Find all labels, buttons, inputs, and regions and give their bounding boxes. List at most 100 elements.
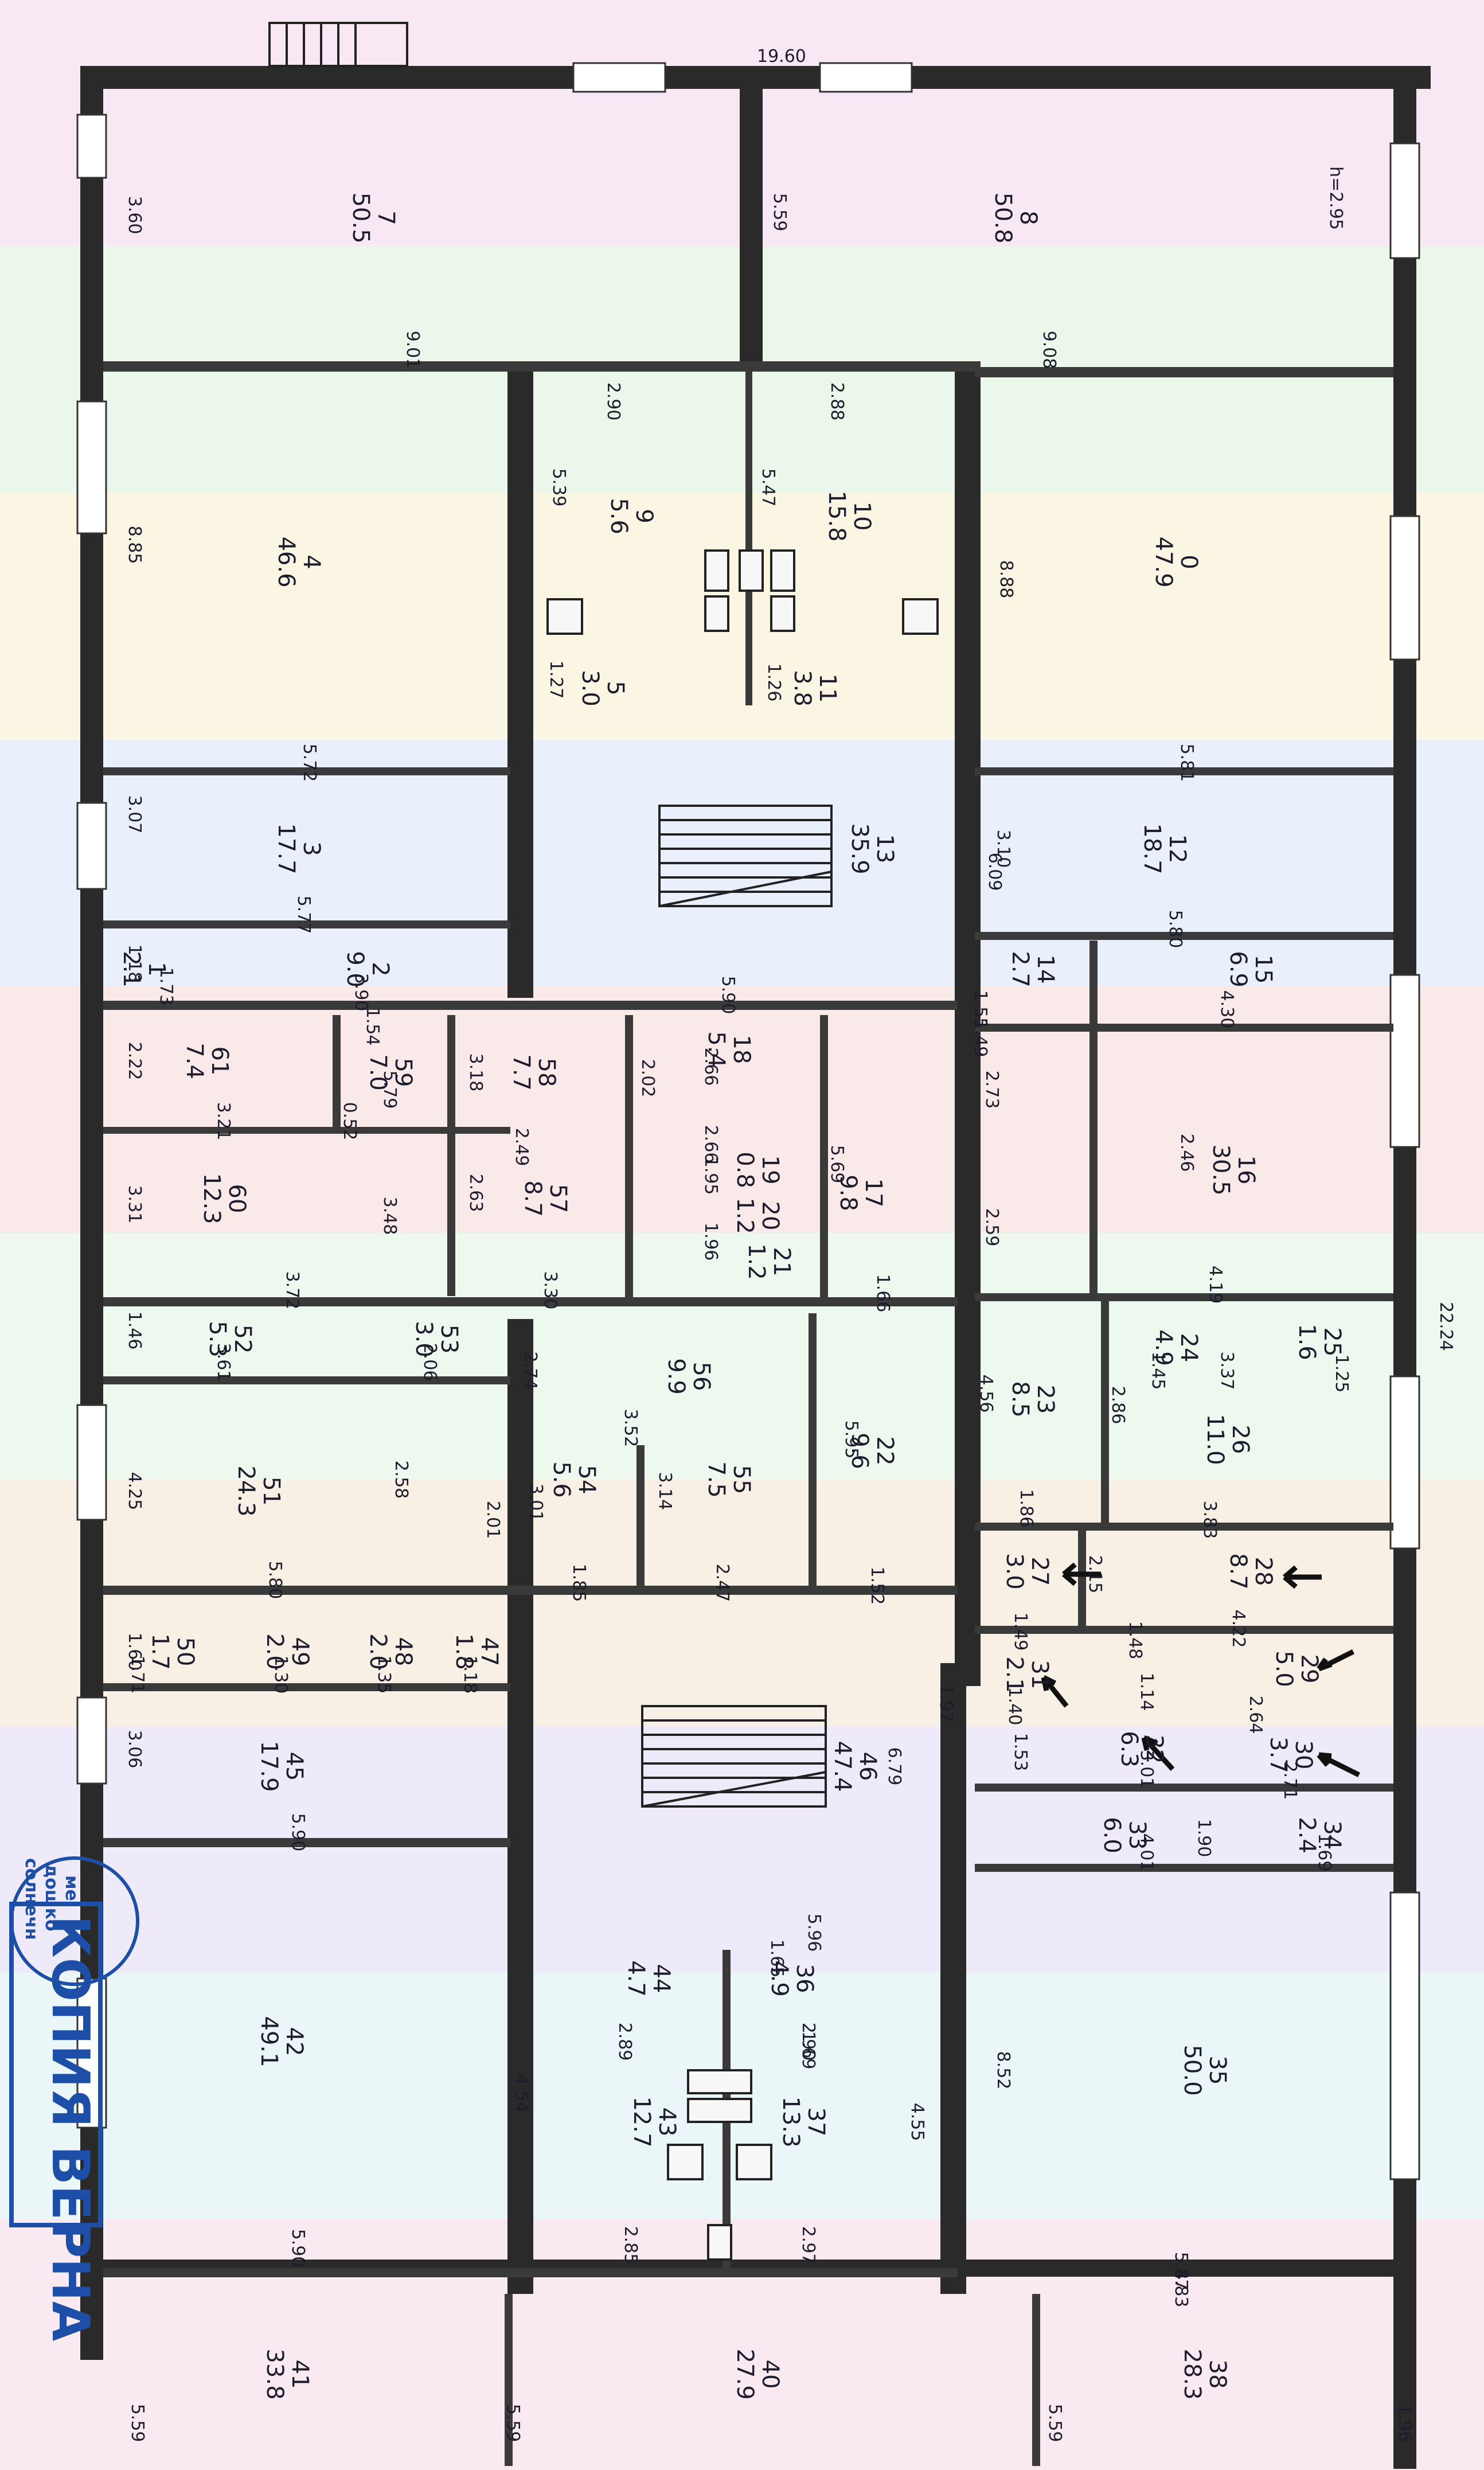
dimension-label: 6.79 [884, 1747, 904, 1786]
room-label: 336.0 [1099, 1817, 1150, 1854]
window-right-3 [1389, 974, 1420, 1148]
room-number: 21 [768, 1247, 795, 1277]
dimension-label: 5.90 [288, 2229, 308, 2268]
room-area: 9.0 [342, 951, 368, 988]
room-area: 2.0 [365, 1633, 391, 1670]
corridor-wall-right-lower [940, 1663, 966, 2294]
room-area: 3.0 [577, 670, 603, 707]
dimension-label: 4.30 [1217, 990, 1237, 1029]
room-area: 3.0 [411, 1321, 437, 1357]
dimension-label: 3.83 [1200, 1501, 1220, 1539]
room-number: 2 [367, 962, 393, 976]
room-number: 24 [1176, 1333, 1202, 1363]
room-number: 30 [1290, 1741, 1317, 1770]
room-area: 1.8 [451, 1633, 477, 1670]
corridor-wall-left-lower [507, 1319, 533, 2294]
dimension-label: 1.95 [701, 1157, 721, 1195]
room-number: 48 [390, 1637, 416, 1667]
dimension-label: 1.30 [271, 1656, 291, 1694]
room-label: 12.1 [118, 951, 170, 988]
partition-r9 [975, 1864, 1393, 1872]
dimension-label: 1.52 [867, 1567, 887, 1605]
room-label: 142.7 [1007, 951, 1059, 988]
partition-r6 [975, 1523, 1393, 1531]
dimension-label: 5.47 [758, 469, 778, 507]
room-area: 7.7 [508, 1054, 534, 1091]
toilet-fixtures-lower [667, 2069, 772, 2261]
dimension-label: 4.25 [124, 1472, 145, 1511]
room-number: 54 [573, 1465, 600, 1495]
dimension-label: 4.54 [511, 2074, 532, 2113]
dimension-label: 3.90 [351, 973, 371, 1012]
dimension-label: 1.48 [1125, 1621, 1145, 1660]
room-area: 7.0 [365, 1054, 391, 1091]
dimension-label: 2.90 [798, 2023, 818, 2061]
room-label: 29.0 [342, 951, 393, 988]
dimension-label: 2.97 [798, 2226, 818, 2265]
room-area: 2.1 [118, 951, 145, 988]
dimension-label: 5.72 [299, 744, 319, 782]
room-area: 5.4 [703, 1031, 729, 1068]
room-label: 617.4 [181, 1043, 233, 1079]
dimension-label: 5.59 [1045, 2404, 1065, 2442]
partition-r5 [975, 1293, 1393, 1301]
partition-l7 [103, 1376, 510, 1384]
room-label: 587.7 [508, 1054, 560, 1091]
room-number: 34 [1319, 1821, 1345, 1850]
partition-l11 [103, 2268, 958, 2277]
dimension-label: 2.90 [603, 383, 623, 421]
dimension-label: 1.69 [1314, 1833, 1334, 1872]
corridor-wall-left-upper [507, 367, 533, 998]
room-number: 20 [757, 1201, 783, 1231]
window-right-4 [1389, 1375, 1420, 1550]
mid-wall-top [740, 89, 763, 370]
bg-band-8 [0, 1726, 1484, 1973]
dimension-label: 5.39 [549, 469, 569, 507]
dimension-label: 2.66 [701, 1125, 721, 1164]
dimension-label: 1.55 [970, 990, 990, 1029]
dimension-label: 3.18 [466, 1053, 486, 1092]
stamp-title: КОПИЯ ВЕРНА [40, 1915, 100, 2342]
dimension-label: 3.07 [124, 795, 145, 834]
room-label: 303.7 [1265, 1737, 1317, 1773]
room-area: 4.9 [766, 1960, 792, 1997]
room-number: 59 [390, 1058, 416, 1087]
partition-v8 [809, 1313, 817, 1589]
room-area: 46.6 [273, 536, 299, 587]
room-number: 44 [648, 1964, 674, 1993]
dimension-label: 2.64 [1245, 1696, 1266, 1734]
room-label: 342.4 [1294, 1817, 1345, 1854]
room-area: 18.7 [1139, 823, 1165, 874]
room-label: 578.7 [520, 1180, 571, 1217]
room-area: 17.9 [256, 1741, 282, 1792]
room-label: 501.7 [147, 1633, 198, 1670]
dimension-label: 5.80 [265, 1561, 285, 1599]
room-number: 26 [1227, 1425, 1253, 1454]
bg-band-3 [0, 493, 1484, 740]
partition-v4 [820, 1015, 828, 1302]
dimension-label: 2.66 [701, 1048, 721, 1086]
room-area: 13.3 [778, 2096, 804, 2147]
room-area: 27.9 [732, 2348, 758, 2399]
window-top-2 [819, 62, 913, 93]
room-label: 444.7 [623, 1960, 674, 1997]
dimension-label: 1.69 [798, 2031, 818, 2070]
partition-v12 [1032, 2294, 1040, 2466]
room-area: 2.4 [1294, 1817, 1320, 1854]
room-number: 43 [654, 2108, 680, 2137]
dimension-label: 2.58 [391, 1461, 411, 1499]
room-number: 40 [757, 2360, 783, 2389]
room-number: 14 [1032, 955, 1059, 984]
dimension-label: 4.56 [976, 1375, 996, 1413]
dimension-label: 9.01 [403, 331, 423, 369]
dimension-label: 1.85 [569, 1564, 589, 1602]
room-label: 238.5 [1007, 1381, 1059, 1418]
dimension-label: 3.30 [540, 1271, 560, 1310]
dimension-label: 1.14 [1137, 1673, 1157, 1711]
room-number: 13 [872, 834, 898, 864]
